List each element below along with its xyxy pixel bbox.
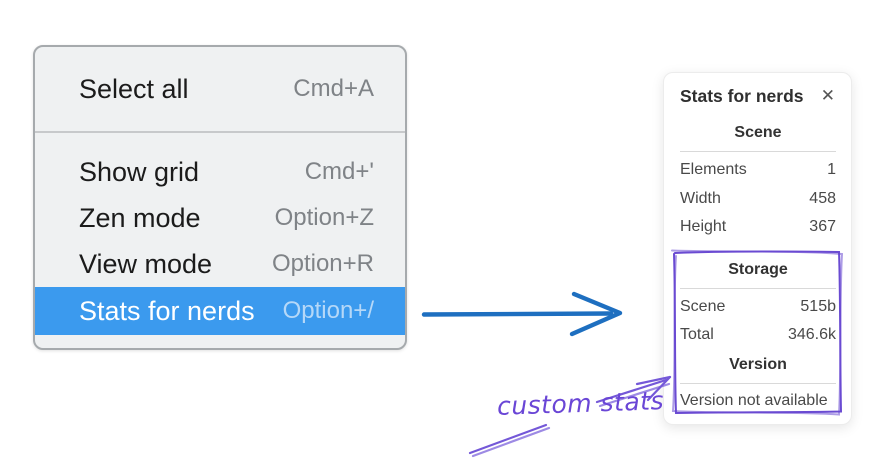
stat-label: Height (680, 218, 727, 236)
close-icon[interactable]: ✕ (820, 86, 835, 106)
menu-item-stats-for-nerds[interactable]: Stats for nerds Option+/ (35, 287, 405, 335)
menu-item-label: Stats for nerds (79, 295, 255, 326)
stats-panel-header: Stats for nerds ✕ (680, 86, 836, 107)
stat-value: 346.6k (787, 326, 836, 344)
menu-item-label: Show grid (79, 156, 200, 187)
menu-item-label: Select all (79, 73, 189, 104)
divider (680, 287, 836, 289)
context-menu: Select all Cmd+A Show grid Cmd+' Zen mod… (33, 45, 407, 350)
stat-row-elements: Elements 1 (680, 156, 836, 185)
panel-title: Stats for nerds (680, 86, 804, 106)
menu-item-label: View mode (79, 248, 213, 279)
menu-item-zen-mode[interactable]: Zen mode Option+Z (35, 195, 405, 241)
menu-group: Show grid Cmd+' Zen mode Option+Z View m… (35, 133, 405, 335)
annotation-text: custom stats (496, 386, 665, 421)
stat-value: 1 (827, 161, 836, 179)
section-heading-version: Version (729, 355, 787, 373)
stats-panel: Stats for nerds ✕ Scene Elements 1 Width… (663, 72, 852, 425)
stat-row-width: Width 458 (680, 185, 836, 214)
divider (680, 382, 836, 384)
menu-item-show-grid[interactable]: Show grid Cmd+' (35, 149, 405, 195)
section-heading-scene: Scene (734, 124, 782, 141)
menu-item-select-all[interactable]: Select all Cmd+A (35, 47, 405, 133)
menu-item-label: Zen mode (79, 202, 201, 233)
menu-item-shortcut: Cmd+' (304, 158, 374, 185)
stat-value: 367 (809, 218, 836, 236)
flow-arrow (421, 291, 623, 337)
menu-item-view-mode[interactable]: View mode Option+R (35, 241, 405, 287)
stat-value: 458 (809, 189, 836, 207)
stat-label: Total (680, 326, 714, 344)
menu-item-shortcut: Cmd+A (293, 75, 374, 102)
menu-item-shortcut: Option+R (271, 250, 374, 277)
divider (680, 151, 836, 152)
stat-row-height: Height 367 (680, 213, 836, 242)
stat-label: Width (680, 189, 721, 207)
menu-item-shortcut: Option+/ (282, 297, 374, 324)
menu-item-shortcut: Option+Z (274, 204, 374, 231)
section-heading-storage: Storage (728, 260, 788, 278)
stat-label: Elements (680, 161, 747, 179)
stat-value: 515b (800, 297, 836, 315)
version-note: Version not available (680, 392, 828, 409)
stat-row-scene-storage: Scene 515b (680, 293, 836, 322)
stat-row-total-storage: Total 346.6k (680, 321, 836, 350)
stat-label: Scene (680, 297, 726, 315)
